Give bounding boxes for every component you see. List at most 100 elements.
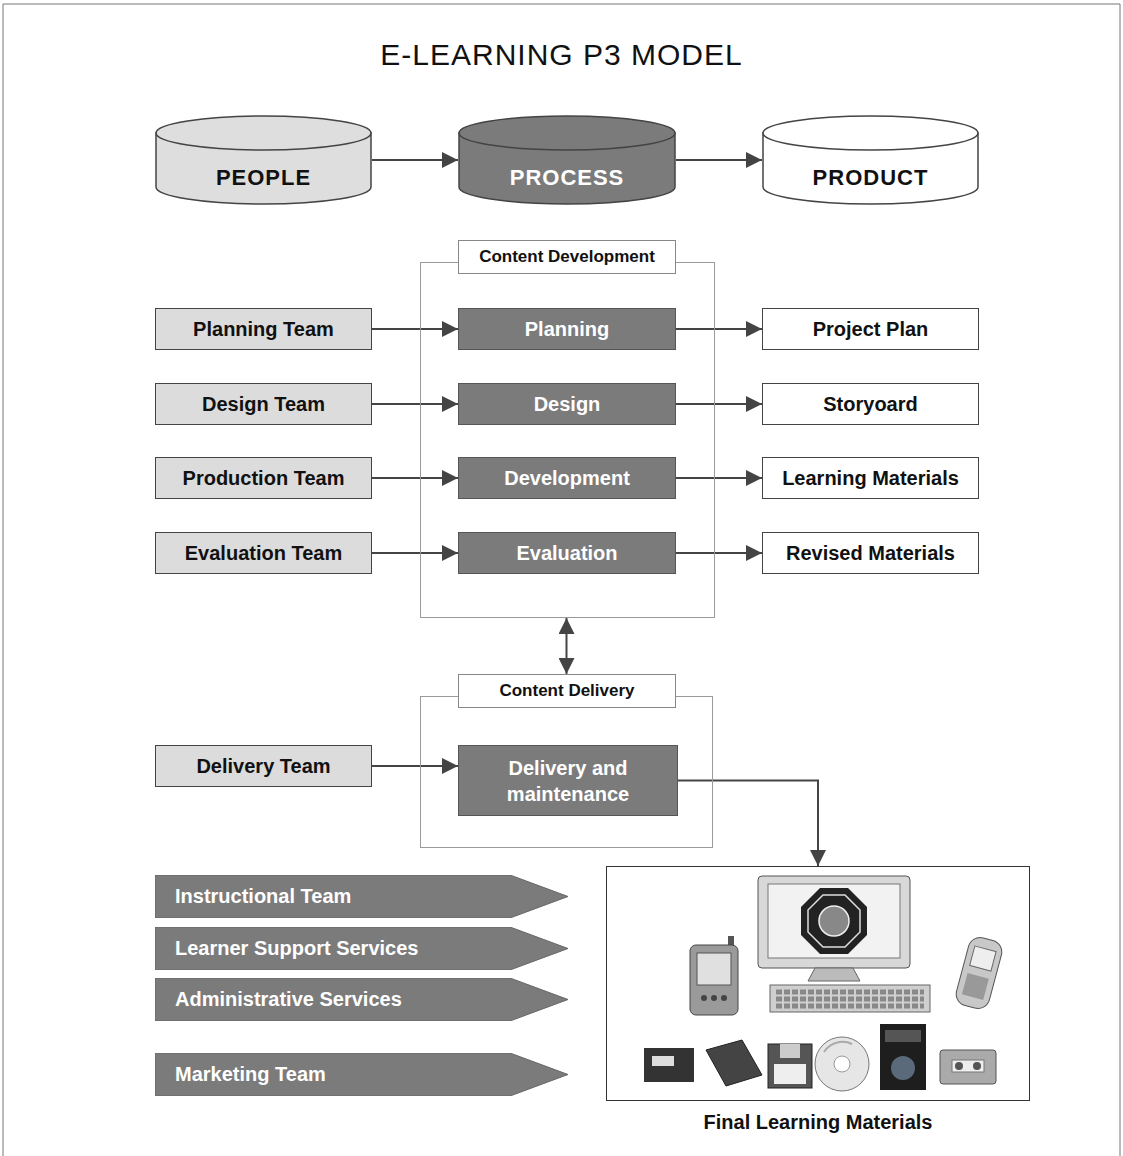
support-band: Administrative Services <box>155 978 568 1021</box>
support-band-label: Instructional Team <box>175 885 351 908</box>
floppy-label <box>774 1064 806 1084</box>
product-box: Learning Materials <box>762 457 979 499</box>
process-box: Design <box>458 383 676 425</box>
cylinder-shape <box>762 115 979 205</box>
team-box: Delivery Team <box>155 745 372 787</box>
support-band-label: Marketing Team <box>175 1063 326 1086</box>
team-box: Design Team <box>155 383 372 425</box>
phone-body <box>954 935 1005 1011</box>
process-group-label: Content Development <box>479 247 655 267</box>
compact-disc <box>815 1037 869 1091</box>
band-arrow <box>155 875 568 918</box>
book-cover <box>880 1024 926 1090</box>
process-group: Content DeliveryDelivery and maintenance <box>420 674 713 848</box>
product-box-label: Project Plan <box>813 316 929 342</box>
flow-arrow <box>676 328 762 330</box>
keyboard-keys <box>776 997 924 1002</box>
group-heading: Content Delivery <box>458 674 676 708</box>
process-cylinder: PROCESS <box>458 115 676 205</box>
video-cassette <box>644 1048 694 1082</box>
flow-arrow <box>372 328 458 330</box>
floppy-disk <box>768 1044 812 1088</box>
screen-emblem-ring <box>808 895 860 947</box>
support-band: Marketing Team <box>155 1053 568 1096</box>
phone-keys <box>962 973 989 1000</box>
support-band-label: Administrative Services <box>175 988 402 1011</box>
screen-emblem <box>801 888 867 954</box>
disc-hole <box>834 1056 850 1072</box>
final-materials-box-label: Final Learning Materials <box>704 1111 933 1133</box>
support-band: Learner Support Services <box>155 927 568 970</box>
flow-arrow <box>676 403 762 405</box>
product-box: Project Plan <box>762 308 979 350</box>
flow-arrow <box>372 552 458 554</box>
product-cylinder-label: PRODUCT <box>813 165 929 191</box>
tape-window <box>952 1060 984 1072</box>
process-box: Evaluation <box>458 532 676 574</box>
cylinder-top <box>459 116 675 150</box>
product-box-label: Storyoard <box>823 391 917 417</box>
audio-tape <box>940 1050 996 1084</box>
phone-screen <box>970 946 996 971</box>
book-title-band <box>885 1030 921 1042</box>
disc-shine <box>824 1042 852 1052</box>
title-wrap: E-LEARNING P3 MODEL <box>0 38 1123 72</box>
cylinder-top <box>156 116 371 150</box>
product-box-label: Learning Materials <box>782 465 959 491</box>
diagram-title: E-LEARNING P3 MODEL <box>380 38 742 71</box>
team-box: Evaluation Team <box>155 532 372 574</box>
band-arrow <box>155 1053 568 1096</box>
support-band: Instructional Team <box>155 875 568 918</box>
band-arrow <box>155 978 568 1021</box>
book-globe <box>891 1056 915 1080</box>
tape-reel <box>955 1062 963 1070</box>
keyboard-keys <box>776 1004 924 1009</box>
process-box-label: Evaluation <box>516 540 617 566</box>
product-box: Storyoard <box>762 383 979 425</box>
page-frame <box>3 4 1120 1156</box>
cylinder-top <box>763 116 978 150</box>
band-arrow <box>155 927 568 970</box>
flow-arrow <box>372 765 458 767</box>
team-box-label: Production Team <box>183 465 345 491</box>
monitor-stand <box>808 968 860 981</box>
monitor-body <box>758 876 910 968</box>
keyboard-keys <box>776 990 924 995</box>
people-cylinder-label: PEOPLE <box>216 165 311 191</box>
team-box-label: Design Team <box>202 391 325 417</box>
process-box-label: Design <box>534 391 601 417</box>
flow-arrow <box>372 403 458 405</box>
flow-arrow <box>372 477 458 479</box>
binder <box>706 1040 762 1086</box>
cassette-label <box>652 1056 674 1066</box>
process-cylinder-label: PROCESS <box>510 165 625 191</box>
process-box-label: Development <box>504 465 630 491</box>
team-box: Planning Team <box>155 308 372 350</box>
people-cylinder: PEOPLE <box>155 115 372 205</box>
pda-screen <box>697 953 731 985</box>
flow-arrow <box>372 159 458 161</box>
keyboard <box>770 985 930 1012</box>
process-box-label: Delivery and maintenance <box>465 755 671 807</box>
support-band-label: Learner Support Services <box>175 937 418 960</box>
pda-button <box>701 995 707 1001</box>
product-box-label: Revised Materials <box>786 540 955 566</box>
pda-button <box>711 995 717 1001</box>
team-box-label: Delivery Team <box>196 753 330 779</box>
process-box: Planning <box>458 308 676 350</box>
final-materials-box: Final Learning Materials <box>606 866 1030 1140</box>
team-box-label: Evaluation Team <box>185 540 342 566</box>
flow-arrow <box>676 159 762 161</box>
flow-arrow <box>678 781 818 867</box>
cylinder-shape <box>458 115 676 205</box>
flow-arrow <box>676 477 762 479</box>
flow-arrow <box>566 618 568 674</box>
process-box: Development <box>458 457 676 499</box>
process-group-label: Content Delivery <box>499 681 634 701</box>
group-heading: Content Development <box>458 240 676 274</box>
team-box-label: Planning Team <box>193 316 334 342</box>
pda-button <box>721 995 727 1001</box>
cylinder-shape <box>155 115 372 205</box>
